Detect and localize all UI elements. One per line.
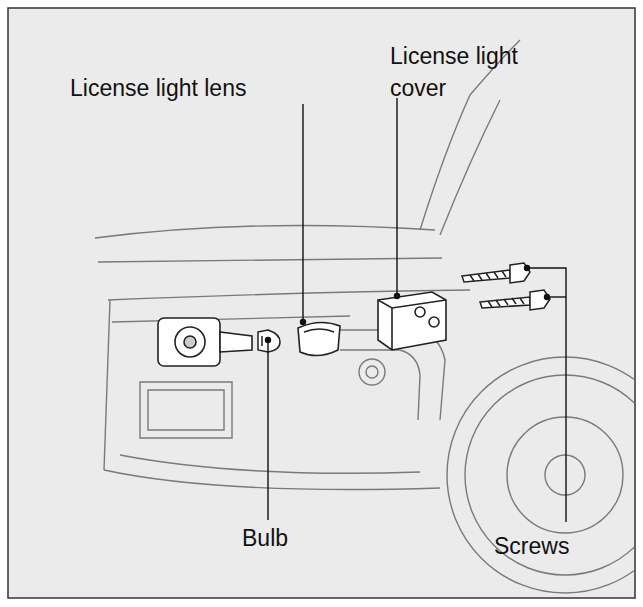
part-label: Screws <box>494 530 624 562</box>
part-label: License light lens <box>70 72 350 104</box>
lens-part <box>298 322 340 355</box>
leader-line <box>266 98 567 522</box>
frame <box>8 8 635 598</box>
screw-symbol <box>462 263 550 310</box>
bulb-symbol <box>258 330 280 352</box>
part-label: License light cover <box>390 40 570 104</box>
bulb-socket <box>158 318 252 366</box>
part-label: Bulb <box>242 522 332 554</box>
vehicle-outline <box>95 40 634 593</box>
cover-part <box>378 292 446 350</box>
